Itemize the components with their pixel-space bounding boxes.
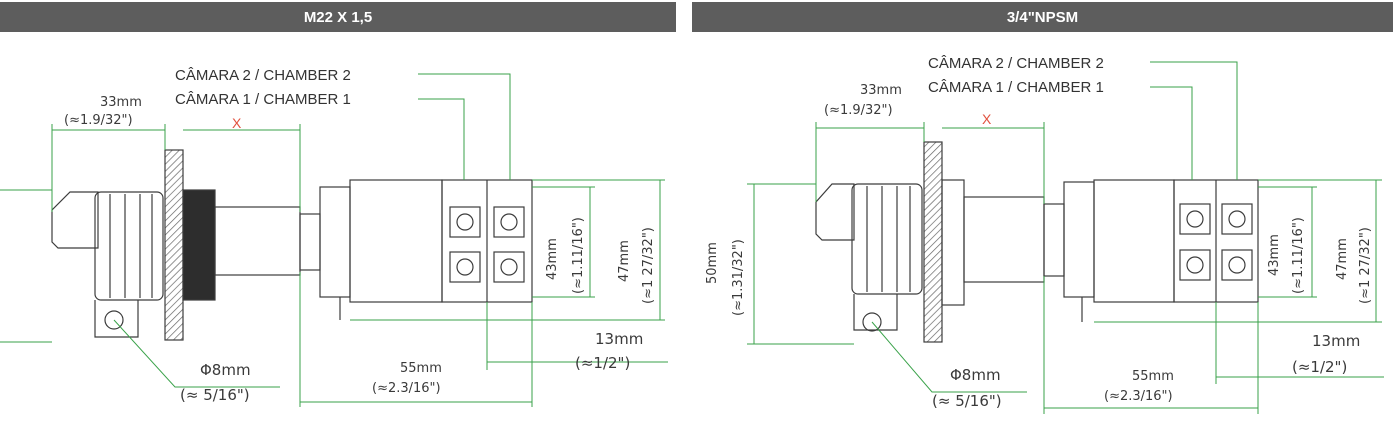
dimension-lines: [747, 61, 1384, 414]
dim-55-label: 55mm: [1132, 369, 1174, 384]
chamber-1-label: CÂMARA 1 / CHAMBER 1: [928, 79, 1104, 96]
dim-x-label: X: [982, 111, 992, 127]
chamber-2-label: CÂMARA 2 / CHAMBER 2: [928, 55, 1104, 72]
chamber-1-label: CÂMARA 1 / CHAMBER 1: [175, 91, 351, 108]
outline-geometry: [51, 149, 533, 341]
chamber-2-label: CÂMARA 2 / CHAMBER 2: [175, 67, 351, 84]
dim-13-label: 13mm: [1312, 332, 1360, 350]
dim-50-inch-label: (≈1.31/32"): [731, 239, 746, 316]
dim-33-label: 33mm: [860, 83, 902, 98]
dim-47-inch-label: (≈1 27/32"): [641, 227, 656, 304]
dim-47-label: 47mm: [617, 240, 632, 282]
dim-43-inch-label: (≈1.11/16"): [571, 217, 586, 294]
dim-43-label: 43mm: [1267, 234, 1282, 276]
panel-header: M22 X 1,5: [0, 2, 676, 32]
dim-47-inch-label: (≈1 27/32"): [1358, 227, 1373, 304]
dim-8-label: Φ8mm: [950, 366, 1001, 384]
dim-33-label: 33mm: [100, 95, 142, 110]
technical-drawing-npsm: CÂMARA 2 / CHAMBER 2 CÂMARA 1 / CHAMBER …: [705, 55, 1384, 414]
dim-13-label: 13mm: [595, 330, 643, 348]
dim-8-inch-label: (≈ 5/16"): [180, 386, 250, 404]
dim-55-inch-label: (≈2.3/16"): [372, 381, 441, 396]
dim-55-label: 55mm: [400, 361, 442, 376]
dim-43-inch-label: (≈1.11/16"): [1291, 217, 1306, 294]
outline-geometry: [815, 141, 1259, 343]
dim-33-inch-label: (≈1.9/32"): [64, 113, 133, 128]
technical-drawing-m22: CÂMARA 2 / CHAMBER 2 CÂMARA 1 / CHAMBER …: [0, 67, 668, 407]
dim-x-label: X: [232, 115, 242, 131]
dim-33-inch-label: (≈1.9/32"): [824, 103, 893, 118]
dim-8-inch-label: (≈ 5/16"): [932, 392, 1002, 410]
dim-8-label: Φ8mm: [200, 361, 251, 379]
panel-npsm: 3/4"NPSM: [692, 0, 1393, 424]
panel-header: 3/4"NPSM: [692, 2, 1393, 32]
dim-50-label: 50mm: [705, 242, 720, 284]
dim-13-inch-label: (≈1/2"): [575, 354, 630, 372]
dim-13-inch-label: (≈1/2"): [1292, 358, 1347, 376]
dim-55-inch-label: (≈2.3/16"): [1104, 389, 1173, 404]
dim-47-label: 47mm: [1335, 238, 1350, 280]
dim-43-label: 43mm: [545, 238, 560, 280]
dimension-lines: [0, 73, 668, 407]
panel-m22: M22 X 1,5: [0, 0, 676, 424]
